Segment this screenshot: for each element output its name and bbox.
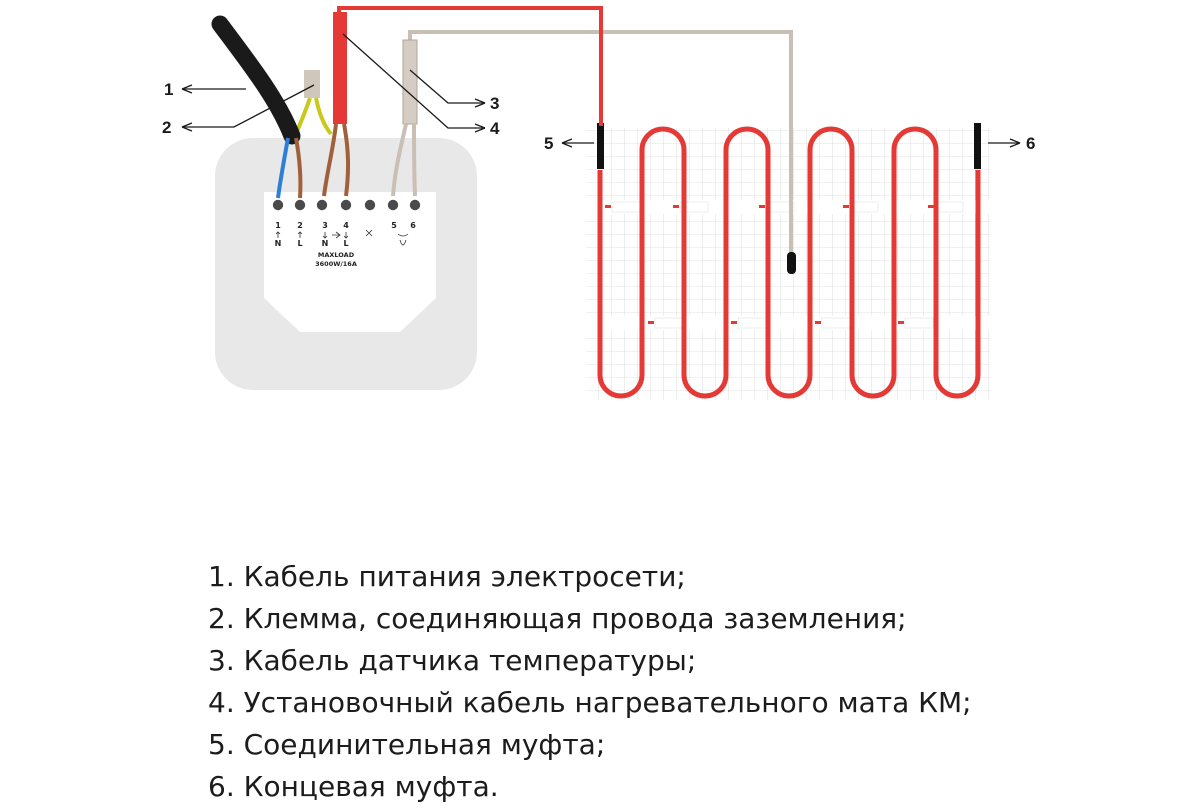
temperature-probe — [787, 252, 796, 274]
terminal-number: 2 — [297, 221, 303, 230]
terminal-letter: N — [275, 239, 282, 248]
callout-2: 2 — [162, 118, 171, 137]
callout-3: 3 — [490, 94, 499, 113]
legend-item: 3. Кабель датчика температуры; — [208, 644, 697, 677]
terminal-letter: N — [322, 239, 329, 248]
callout-5: 5 — [544, 134, 553, 153]
callout-4: 4 — [490, 119, 500, 138]
terminal-block — [264, 192, 436, 332]
installation-cable — [322, 6, 603, 197]
legend-item: 5. Соединительная муфта; — [208, 728, 606, 761]
legend-item: 2. Клемма, соединяющая провода заземлени… — [208, 602, 907, 635]
callout-1: 1 — [164, 80, 173, 99]
terminal-number: 4 — [343, 221, 349, 230]
power-cable — [211, 15, 303, 199]
heating-cable-serpentine — [597, 126, 981, 399]
maxload-label: MAXLOAD — [318, 251, 355, 259]
thermostat: 1 2 3 4 5 6 N L N L MAXLOAD 3600W/16A — [215, 138, 477, 390]
terminal-letter: L — [297, 239, 302, 248]
callout-6: 6 — [1026, 134, 1035, 153]
ground-clamp — [294, 70, 333, 136]
callouts — [181, 33, 1021, 148]
terminal-number: 6 — [410, 221, 416, 230]
legend-item: 6. Концевая муфта. — [208, 770, 499, 803]
end-sleeve — [974, 123, 981, 169]
terminal-number: 1 — [275, 221, 281, 230]
legend-item: 1. Кабель питания электросети; — [208, 560, 686, 593]
terminal-number: 3 — [322, 221, 328, 230]
terminal-screws — [272, 199, 421, 211]
terminal-number: 5 — [391, 221, 397, 230]
connection-sleeve — [597, 123, 604, 169]
terminal-letter: L — [343, 239, 348, 248]
maxload-rating: 3600W/16A — [315, 260, 357, 268]
wiring-diagram: 1 2 3 4 5 6 N L N L MAXLOAD 3600W/16A — [162, 6, 1035, 400]
legend: 1. Кабель питания электросети; 2. Клемма… — [208, 556, 972, 808]
legend-item: 4. Установочный кабель нагревательного м… — [208, 686, 972, 719]
